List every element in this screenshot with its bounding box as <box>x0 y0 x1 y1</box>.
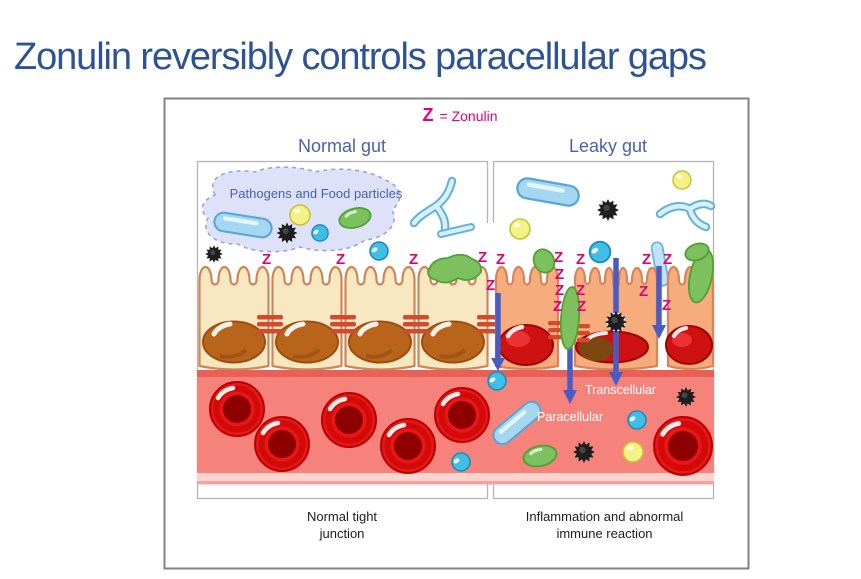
small-rod-left <box>437 223 475 238</box>
red-blood-cell <box>210 382 264 436</box>
immune-branch-left <box>409 176 457 234</box>
slide-title: Zonulin reversibly controls paracellular… <box>14 36 707 78</box>
pathogen-cloud-label: Pathogens and Food particles <box>229 186 403 201</box>
red-blood-cell <box>322 393 376 447</box>
pathogen-cloud <box>201 166 401 253</box>
leaky-epithelium <box>494 242 715 371</box>
red-blood-cell <box>255 417 309 471</box>
immune-branch-right <box>655 199 716 232</box>
leaky-gut-header: Leaky gut <box>568 136 648 156</box>
zonulin-definition: = Zonulin <box>439 108 498 124</box>
particle-blue <box>369 241 389 261</box>
particle-blue <box>588 240 612 264</box>
mucus-green <box>427 253 482 284</box>
mucus-drape-right <box>684 242 715 304</box>
mucus-green <box>532 248 556 274</box>
zonulin-legend: Z = Zonulin <box>365 105 555 126</box>
transcellular-label: Transcellular <box>585 383 657 397</box>
food-particle-yellow <box>509 218 531 240</box>
paracellular-label: Paracellular <box>537 410 604 424</box>
panel-gap <box>485 223 495 370</box>
particle-blue <box>311 224 329 242</box>
particle-blue <box>627 410 647 430</box>
red-blood-cell <box>381 419 435 473</box>
food-particle-yellow <box>289 204 311 226</box>
bacterium-through-gap <box>559 286 581 350</box>
red-blood-cell <box>654 417 712 475</box>
normal-epithelium <box>198 253 503 371</box>
pathogen-crossing <box>605 311 627 333</box>
normal-gut-caption: Normal tight junction <box>306 509 378 541</box>
particle-blue <box>451 452 471 472</box>
food-particle-yellow <box>622 441 644 463</box>
normal-gut-header: Normal gut <box>297 136 387 156</box>
blood-vessel <box>197 370 714 485</box>
small-rod-vertical <box>650 241 670 287</box>
particle-blue <box>487 371 507 391</box>
leaky-gut-caption: Inflammation and abnormal immune reactio… <box>525 509 684 541</box>
cell-nuclei-normal <box>202 320 485 364</box>
red-blood-cell <box>435 388 489 442</box>
zonulin-symbol: Z <box>422 105 434 125</box>
food-particle-yellow <box>672 170 692 190</box>
cell-nuclei-leaky <box>498 324 713 366</box>
